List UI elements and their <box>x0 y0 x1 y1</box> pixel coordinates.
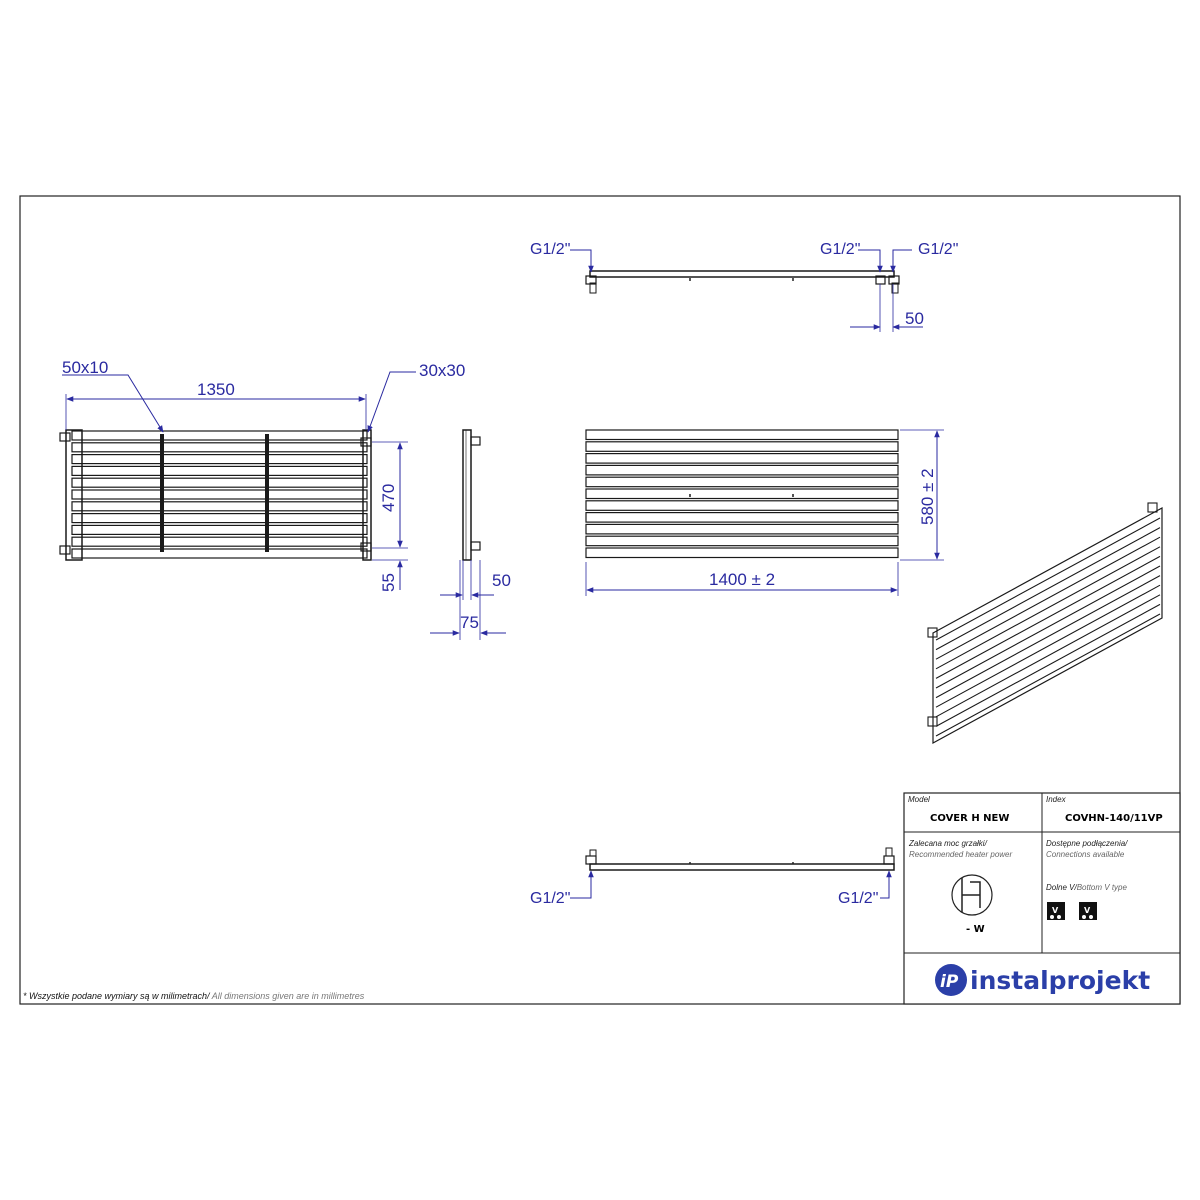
heater-label-en: Recommended heater power <box>909 850 1013 859</box>
isometric-view <box>927 502 1163 745</box>
connection-label-top-left: G1/2" <box>530 241 570 258</box>
brand-name: instalprojekt <box>970 966 1150 995</box>
connection-type: Dolne V/Bottom V type <box>1046 883 1127 892</box>
dimension-tube-profile: 50x10 <box>62 358 108 377</box>
dimension-side-profile: 30x30 <box>419 361 465 380</box>
index-label: Index <box>1046 795 1067 804</box>
isometric-tube <box>935 575 1161 699</box>
dimension-bottom-offset: 55 <box>379 573 398 592</box>
horizontal-tube <box>585 535 899 547</box>
isometric-tube <box>935 546 1161 670</box>
brand-mark-icon <box>935 964 967 996</box>
connection-badge-2-label: V <box>1084 906 1091 915</box>
isometric-tube <box>935 517 1161 641</box>
connection-badge-1-label: V <box>1052 906 1059 915</box>
horizontal-tube <box>71 524 368 536</box>
dimension-overall-height: 580 ± 2 <box>918 468 937 525</box>
isometric-tube <box>935 613 1161 737</box>
top-view <box>570 249 923 332</box>
horizontal-tube <box>71 512 368 524</box>
connections-label-pl: Dostępne podłączenia/ <box>1046 839 1128 848</box>
horizontal-tube <box>71 454 368 465</box>
dimension-spacing-width: 1350 <box>197 380 235 399</box>
connection-label-bottom-right: G1/2" <box>838 890 878 907</box>
horizontal-tube <box>71 501 368 512</box>
connection-label-bottom-left: G1/2" <box>530 890 570 907</box>
side-view <box>430 429 506 640</box>
model-label: Model <box>908 795 930 804</box>
isometric-tube <box>935 565 1161 689</box>
horizontal-tube <box>585 476 899 488</box>
horizontal-tube <box>71 430 368 441</box>
connection-label-top-right: G1/2" <box>918 241 958 258</box>
connection-label-top-mid: G1/2" <box>820 241 860 258</box>
horizontal-tube <box>585 453 899 464</box>
bottom-view <box>570 847 895 899</box>
dimension-overall-width: 1400 ± 2 <box>709 570 775 589</box>
isometric-tube <box>935 536 1161 660</box>
heater-icon <box>951 874 993 916</box>
horizontal-tube <box>585 523 899 535</box>
isometric-tube <box>935 584 1161 708</box>
horizontal-tube <box>71 477 368 488</box>
dimension-depth-50: 50 <box>492 571 511 590</box>
dimension-connection-offset: 50 <box>905 309 924 328</box>
rear-view <box>59 371 416 590</box>
horizontal-tube <box>585 429 899 441</box>
heater-label-pl: Zalecana moc grzałki/ <box>908 839 988 848</box>
horizontal-tube <box>71 442 368 453</box>
isometric-tube <box>935 594 1161 718</box>
brand-mark: iP <box>940 972 959 992</box>
horizontal-tube <box>585 488 899 500</box>
horizontal-tube <box>71 489 368 500</box>
dimension-spacing-height: 470 <box>379 484 398 512</box>
brand-logo: iP instalprojekt <box>935 964 1150 996</box>
dimension-depth-75: 75 <box>460 613 479 632</box>
footnote: * Wszystkie podane wymiary są w milimetr… <box>23 991 365 1001</box>
connections-label-en: Connections available <box>1046 850 1125 859</box>
horizontal-tube <box>71 536 368 547</box>
horizontal-tube <box>585 500 899 511</box>
isometric-tube <box>935 555 1161 679</box>
horizontal-tube <box>585 441 899 452</box>
isometric-tube <box>935 603 1161 727</box>
horizontal-tube <box>585 464 899 476</box>
heater-value: - W <box>966 924 985 935</box>
front-view <box>585 429 944 596</box>
horizontal-tube <box>585 547 899 559</box>
model-value: COVER H NEW <box>930 813 1009 824</box>
horizontal-tube <box>585 511 899 523</box>
index-value: COVHN-140/11VP <box>1065 813 1163 824</box>
isometric-tube <box>935 527 1161 651</box>
horizontal-tube <box>71 548 368 559</box>
sheet-border <box>19 195 1181 1005</box>
horizontal-tube <box>71 465 368 476</box>
